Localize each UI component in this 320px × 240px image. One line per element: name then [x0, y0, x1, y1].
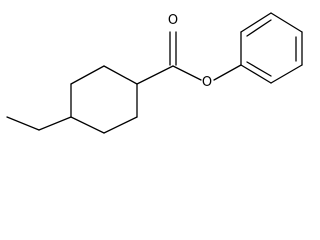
bond-methyl-methylene — [6, 116, 40, 131]
bond-methylene-ring — [38, 116, 72, 131]
phenyl-bond-2 — [240, 12, 272, 33]
carbonyl-oxygen-label: O — [168, 13, 178, 28]
ring-bond-3 — [103, 65, 138, 85]
ester-oxygen-label: O — [202, 75, 212, 90]
phenyl-bond-3 — [270, 12, 303, 33]
ring-bond-2 — [70, 65, 105, 85]
carbonyl-oxygen-atom: O — [168, 13, 178, 28]
ring-bond-5 — [103, 116, 138, 134]
phenyl-bond-5 — [270, 64, 303, 84]
bond-ester-oxygen-phenyl — [213, 64, 242, 81]
phenyl-bond-6 — [240, 64, 272, 84]
molecule-structure: O O — [6, 12, 303, 134]
phenyl-double-bond-1 — [246, 19, 272, 37]
bond-carbonyl-carbon-ester-oxygen — [172, 65, 202, 81]
ring-bond-6 — [70, 116, 105, 134]
ethyl-group — [6, 116, 72, 131]
ester-oxygen-atom: O — [202, 75, 212, 90]
phenyl-double-bond-3 — [246, 61, 272, 77]
phenyl-ring — [240, 12, 303, 84]
bond-ring-carbonyl-carbon — [136, 65, 174, 85]
ester-group — [136, 31, 242, 85]
cyclohexane-ring — [70, 65, 138, 134]
